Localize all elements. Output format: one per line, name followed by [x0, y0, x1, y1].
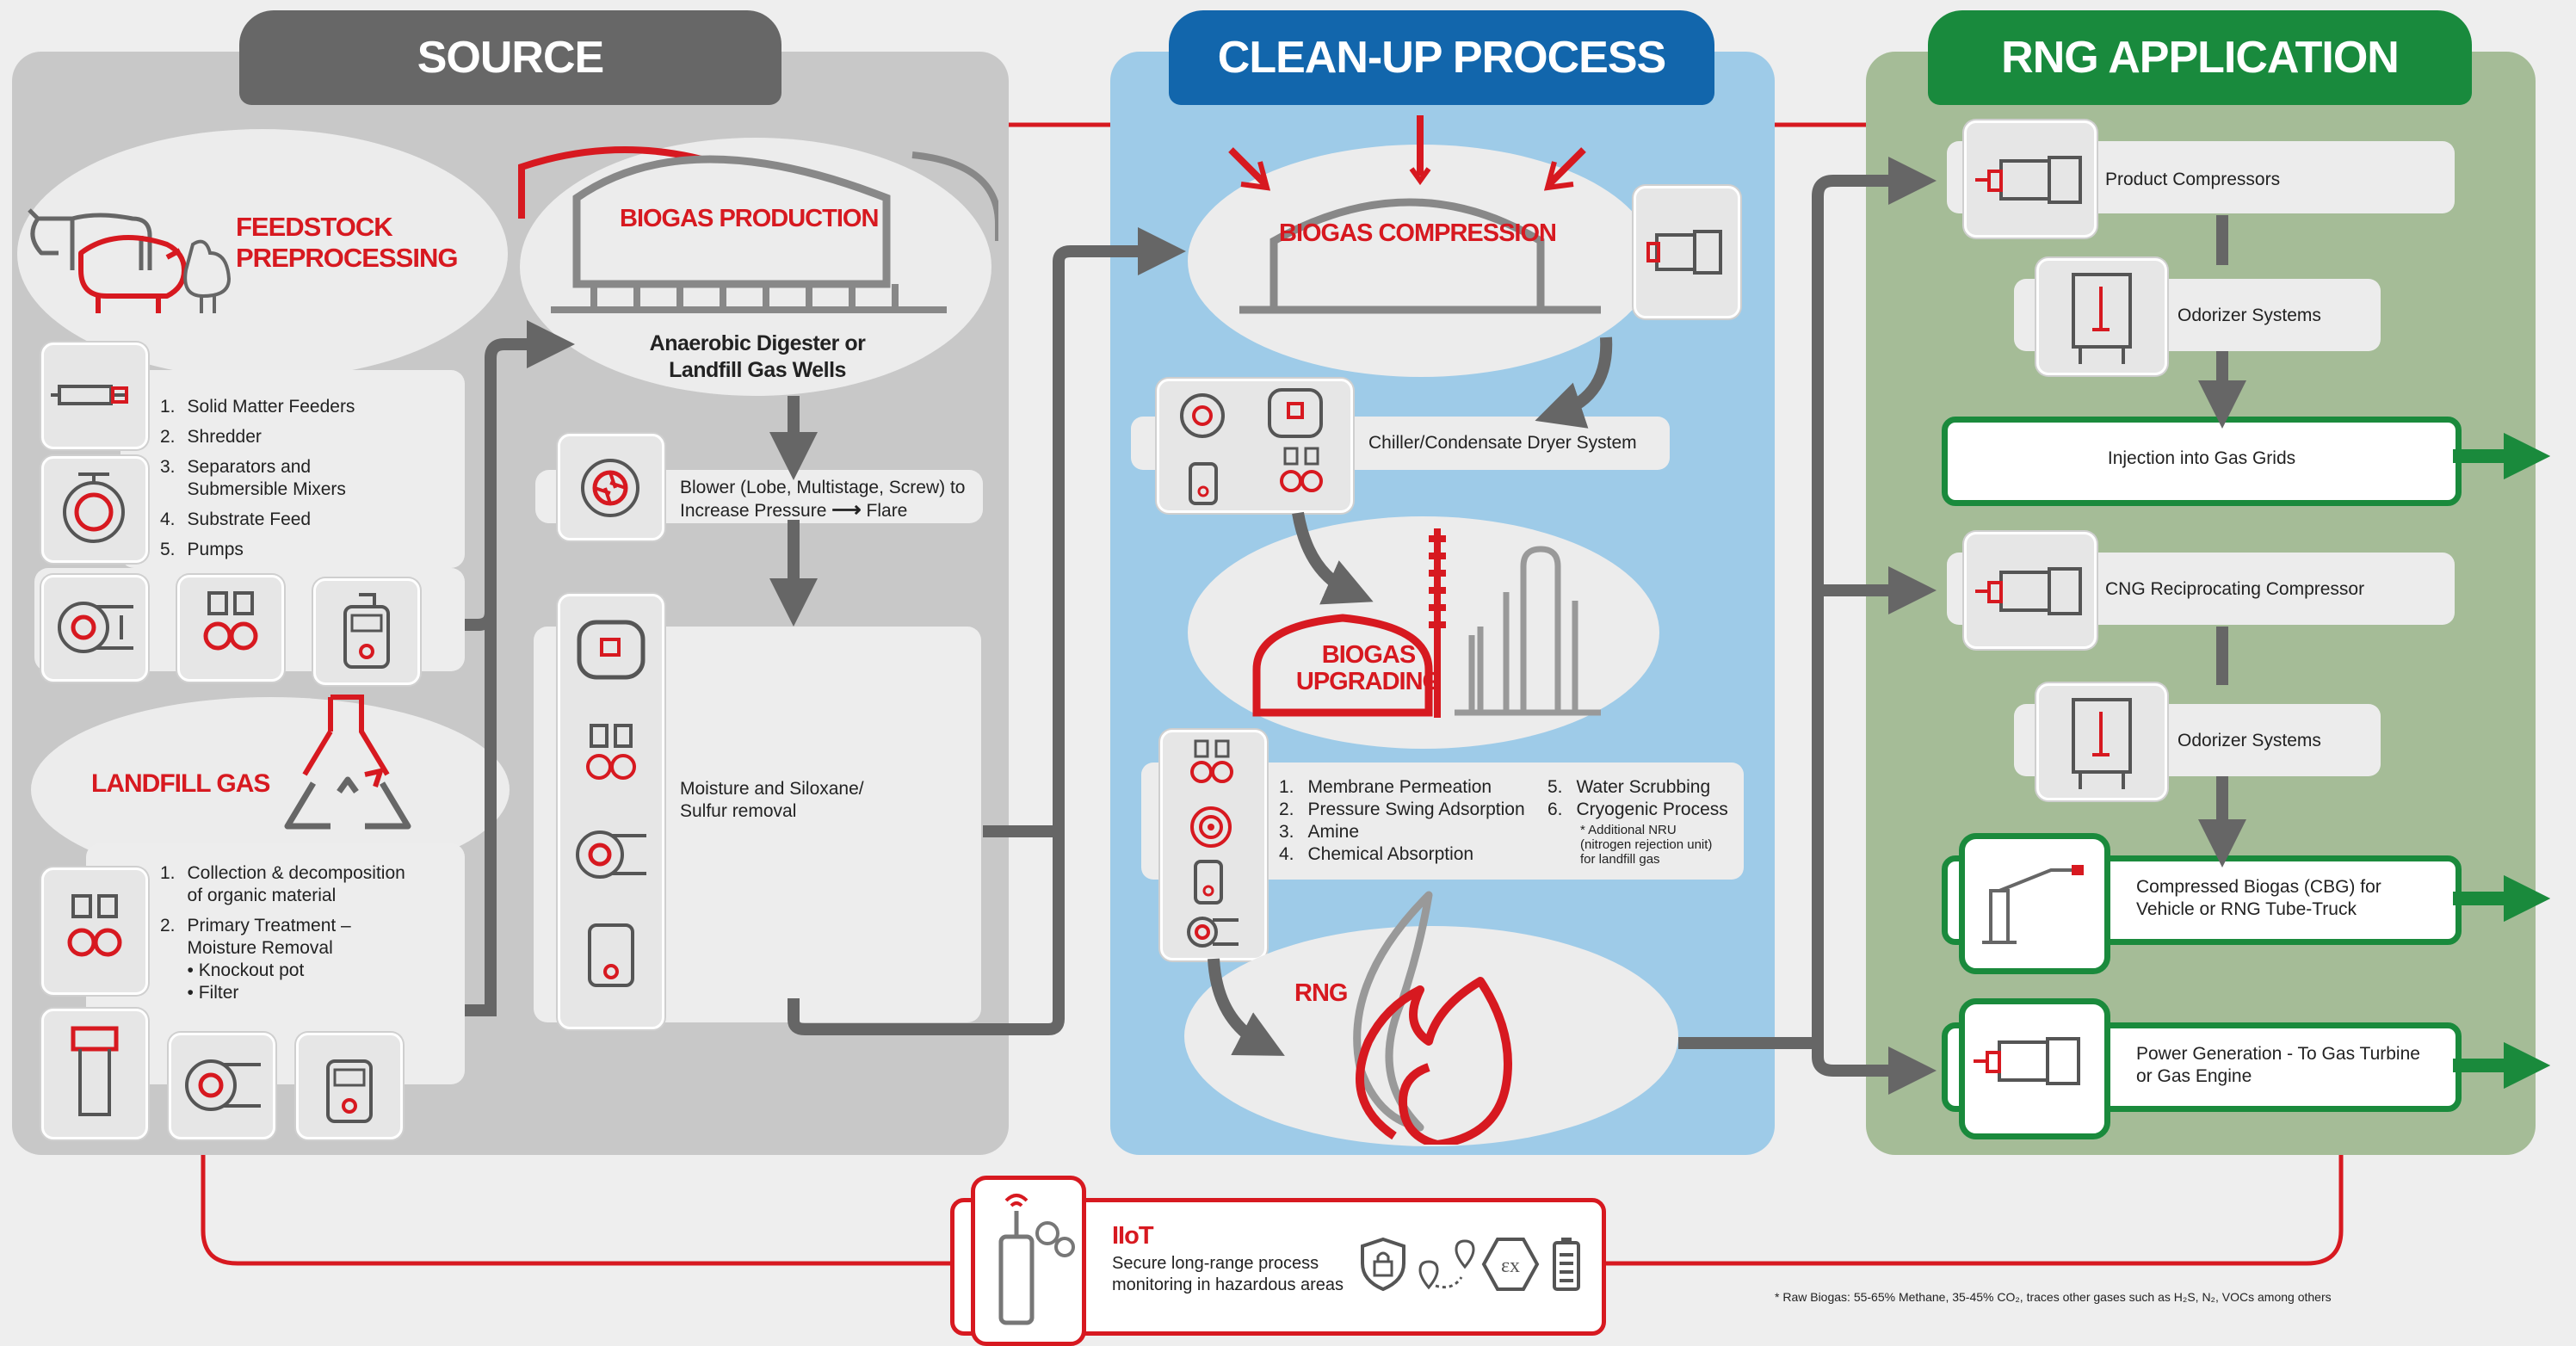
- arrow-right-icon: ⟶: [831, 498, 862, 522]
- method-item: 4.Chemical Absorption: [1279, 844, 1474, 864]
- moisture-equipment-icons: [576, 620, 646, 987]
- method-item: 3.Amine: [1279, 822, 1360, 842]
- landfill-item: 2.Primary Treatment –Moisture Removal• K…: [160, 916, 351, 1003]
- iiot-device-box: [971, 1176, 1086, 1346]
- cng-text: CNG Reciprocating Compressor: [2105, 579, 2365, 599]
- location-route-icon: [1418, 1239, 1475, 1290]
- landfill-dosing-icon-box: [41, 867, 148, 995]
- methods-right-list: 5.Water Scrubbing 6.Cryogenic Process * …: [1547, 776, 1728, 867]
- odorizer-text-2: Odorizer Systems: [2178, 731, 2321, 750]
- dosing-pump-icon: [67, 894, 122, 957]
- odorizer-text-1: Odorizer Systems: [2178, 306, 2321, 325]
- odorizer-icon-box-1: [2036, 258, 2167, 375]
- feedstock-title-line1: FEEDSTOCK: [236, 212, 393, 242]
- flame-icon: [1353, 891, 1512, 1145]
- transmitter-icon: [343, 593, 390, 669]
- upgrading-tower-icon: [1252, 528, 1601, 718]
- rng-title: RNG: [1294, 979, 1348, 1007]
- odorizer-cabinet-icon: [2072, 273, 2132, 364]
- dosing-pump-icon-box: [177, 575, 284, 682]
- ex-hazard-icon: εx: [1481, 1238, 1540, 1291]
- landfill-title: LANDFILL GAS: [91, 769, 270, 798]
- filter-vessel-icon: [71, 1026, 119, 1116]
- cleanup-header: CLEAN-UP PROCESS: [1169, 10, 1714, 105]
- feedstock-item: 4.Substrate Feed: [160, 509, 312, 529]
- power-icon-box: [1959, 998, 2110, 1139]
- odorizer-icon-box-2: [2036, 683, 2167, 800]
- feedstock-list: 1.Solid Matter Feeders 2.Shredder 3.Sepa…: [160, 396, 355, 561]
- wireless-transmitter-icon: [998, 1194, 1075, 1325]
- product-compressors-text: Product Compressors: [2105, 170, 2281, 189]
- biogas-production-title: BIOGAS PRODUCTION: [620, 205, 879, 232]
- feeder-icon: [51, 385, 128, 405]
- compression-dome-icon: [1228, 115, 1601, 314]
- feedstock-item: 5.Pumps: [160, 540, 244, 559]
- filter-icon-box: [41, 1009, 148, 1139]
- compressor-icon-box: [1634, 186, 1740, 318]
- battery-icon: [1553, 1238, 1580, 1291]
- landfill-analyzer-icon-box: [296, 1033, 403, 1139]
- upgrading-icon-stack: [1160, 730, 1267, 960]
- chiller-icon-box: [1157, 379, 1353, 513]
- analyzer-icon-box: [313, 578, 420, 685]
- blower-text: Blower (Lobe, Multistage, Screw) to Incr…: [680, 478, 966, 522]
- feedstock-list-card: [120, 370, 465, 568]
- compressor-icon: [1975, 156, 2082, 204]
- lobe-pump-icon: [58, 602, 133, 653]
- chiller-equipment-icons: [1180, 388, 1323, 505]
- method-item: 5.Water Scrubbing: [1547, 777, 1711, 797]
- nru-footnote: * Additional NRU(nitrogen rejection unit…: [1580, 823, 1713, 867]
- blower-icon-box: [558, 434, 664, 540]
- iiot-title: IIoT: [1112, 1222, 1154, 1250]
- feedstock-item: 1.Solid Matter Feeders: [160, 397, 355, 417]
- centrifugal-pump-icon: [63, 472, 125, 543]
- fuel-dispenser-icon: [1982, 865, 2084, 944]
- injection-text: Injection into Gas Grids: [2107, 448, 2296, 468]
- livestock-icon: [28, 208, 232, 313]
- lock-shield-icon: [1361, 1237, 1405, 1292]
- feedstock-item: 2.Shredder: [160, 427, 262, 447]
- method-item: 1.Membrane Permeation: [1279, 777, 1492, 797]
- method-item: 6.Cryogenic Process: [1547, 800, 1728, 819]
- recycle-funnel-icon: [284, 695, 411, 830]
- feedstock-title-line2: PREPROCESSING: [236, 243, 458, 273]
- source-header: SOURCE: [239, 10, 781, 105]
- lobe-blower-icon-box: [41, 575, 148, 682]
- lobe-pump-icon: [185, 1059, 261, 1111]
- feedstock-title: FEEDSTOCK PREPROCESSING: [236, 212, 458, 274]
- dosing-pump-icon: [203, 591, 258, 651]
- transmitter-icon: [326, 1059, 373, 1123]
- feedstock-bubble: [17, 129, 508, 379]
- moisture-icon-stack: [558, 594, 664, 1029]
- footnote: * Raw Biogas: 55-65% Methane, 35-45% CO₂…: [1775, 1290, 2332, 1304]
- cbg-icon-box: [1959, 833, 2110, 974]
- compressor-icon: [1646, 230, 1722, 275]
- method-item: 2.Pressure Swing Adsorption: [1279, 800, 1525, 819]
- methods-left-list: 1.Membrane Permeation 2.Pressure Swing A…: [1279, 776, 1525, 866]
- biogas-compression-title: BIOGAS COMPRESSION: [1279, 219, 1557, 247]
- generator-icon: [1974, 1037, 2080, 1085]
- product-compressors-icon-box: [1964, 120, 2097, 238]
- moisture-text: Moisture and Siloxane/Sulfur removal: [680, 779, 864, 821]
- rng-application-header: RNG APPLICATION: [1928, 10, 2472, 105]
- chiller-text: Chiller/Condensate Dryer System: [1368, 433, 1637, 453]
- landfill-blower-icon-box: [169, 1033, 275, 1139]
- upgrading-equipment-icons: [1187, 739, 1239, 948]
- compressor-icon: [1975, 567, 2082, 615]
- shredder-pump-icon-box: [41, 456, 148, 563]
- blower-icon: [581, 459, 639, 517]
- odorizer-cabinet-icon: [2072, 698, 2132, 789]
- feeder-icon-box: [41, 343, 148, 449]
- cng-icon-box: [1964, 532, 2097, 649]
- svg-text:εx: εx: [1501, 1255, 1520, 1277]
